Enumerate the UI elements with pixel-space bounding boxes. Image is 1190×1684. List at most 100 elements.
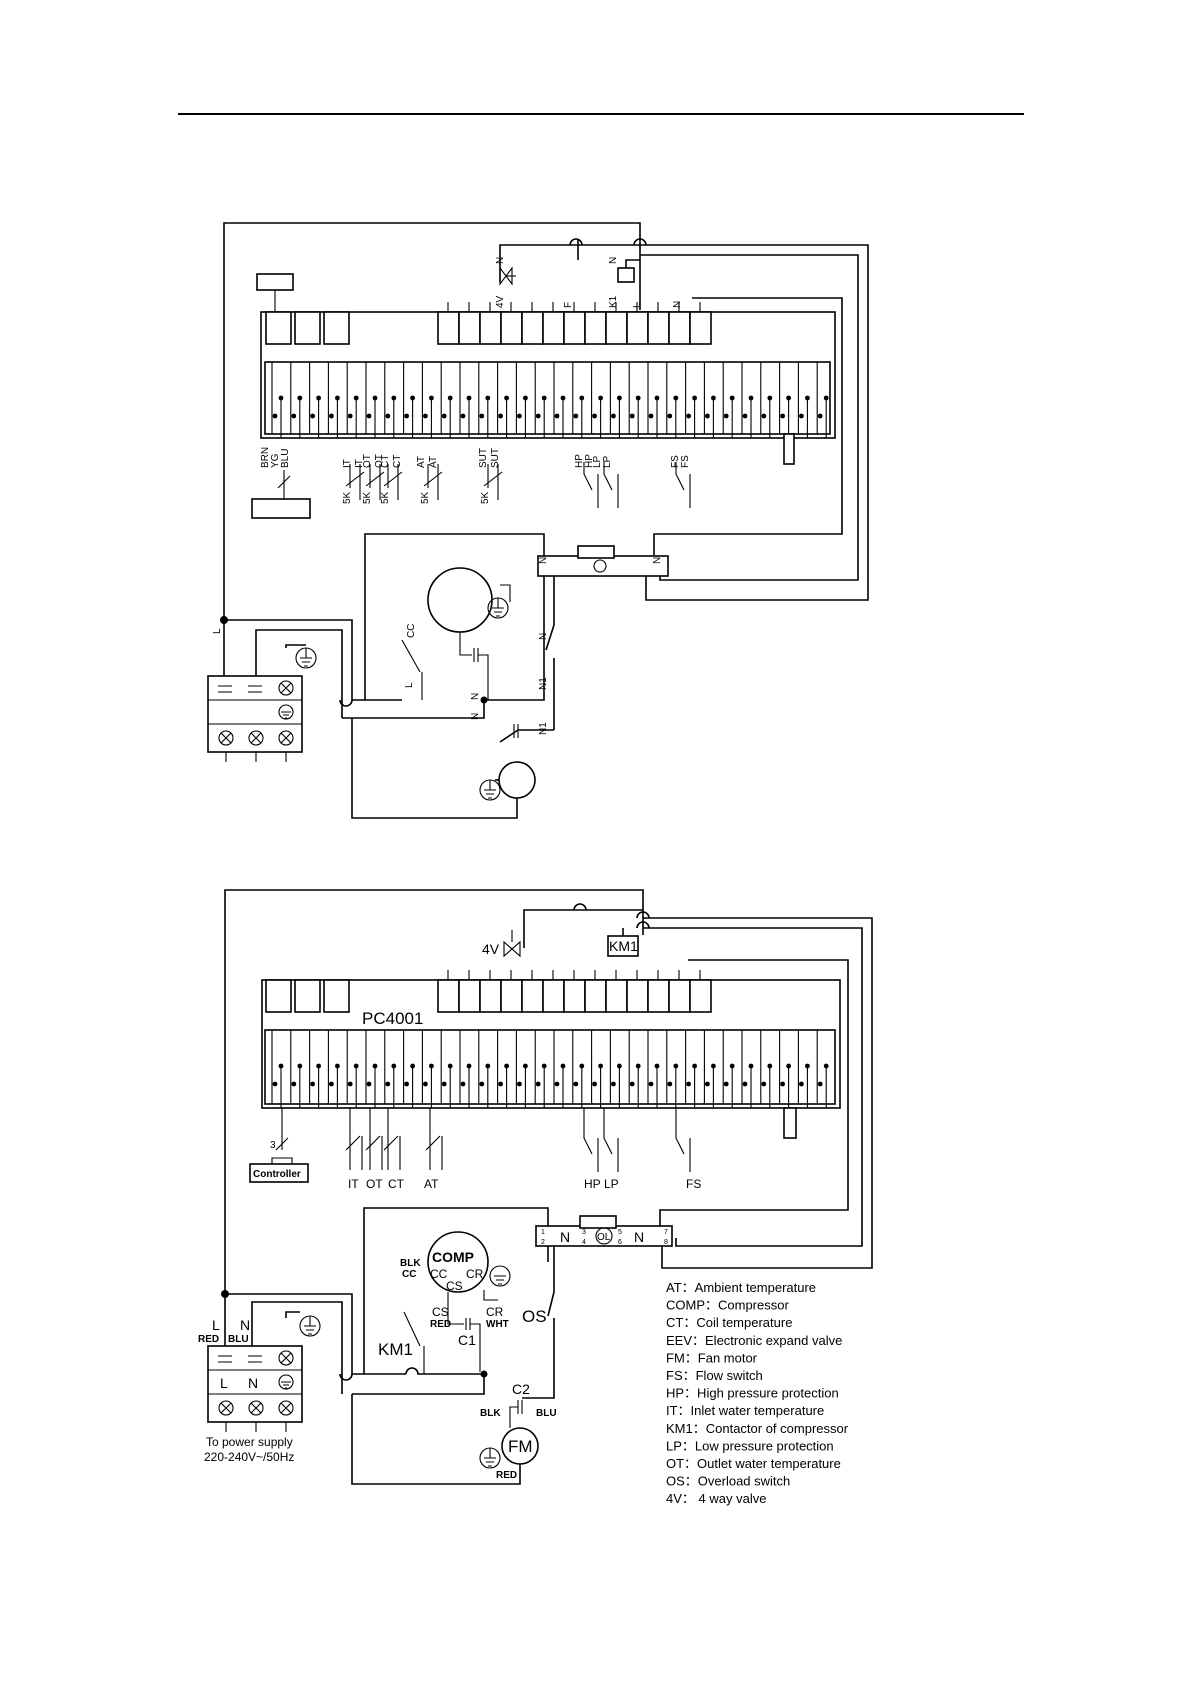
- label-f: F: [563, 302, 574, 308]
- board-name: PC4001: [362, 1009, 423, 1028]
- label-power-red: RED: [198, 1334, 219, 1345]
- label-n1-a-1: N1: [538, 677, 549, 690]
- label-4v: 4V: [495, 295, 506, 308]
- terminal-pin-number: 5: [618, 1229, 622, 1236]
- pin-dot: [761, 1081, 767, 1087]
- pin-dot: [705, 1081, 710, 1087]
- pin-dot: [742, 413, 748, 419]
- bottom-label: CT: [380, 455, 391, 468]
- label-power-l: L: [212, 1317, 220, 1333]
- label-c2: C2: [512, 1381, 530, 1397]
- label-n-k1: N: [608, 257, 619, 264]
- label-cc-1: CC: [406, 624, 417, 638]
- label-power-n: N: [240, 1317, 250, 1333]
- legend-item: HP：High pressure protection: [666, 1386, 839, 1401]
- label-l-ground-1: L: [212, 628, 223, 634]
- pin-dot: [498, 413, 503, 419]
- pin-dot: [404, 1081, 409, 1087]
- pin-dot: [517, 413, 522, 419]
- label-n-b-1: N: [470, 713, 481, 720]
- label-comp-cs: CS: [446, 1279, 463, 1293]
- fan-motor-1: [498, 761, 536, 799]
- pin-dot: [723, 413, 729, 419]
- label-l-side-1: L: [404, 682, 415, 688]
- pin-dot: [479, 413, 485, 419]
- terminal-pin-number: 6: [618, 1239, 622, 1246]
- top-terminal: [584, 311, 607, 345]
- pin-dot: [573, 413, 579, 419]
- bottom-label: IT: [354, 459, 365, 468]
- pin-dot: [517, 1081, 522, 1087]
- top-terminal: [521, 311, 544, 345]
- top-terminal: [479, 311, 502, 345]
- legend-item: OT：Outlet water temperature: [666, 1456, 841, 1471]
- compressor-1: [427, 567, 493, 633]
- pin-dot: [385, 1081, 391, 1087]
- top-terminal: [563, 311, 586, 345]
- sensor-label: 5K: [380, 491, 391, 504]
- legend-item: EEV：Electronic expand valve: [666, 1333, 842, 1348]
- top-terminal: [668, 979, 691, 1013]
- pin-dot: [780, 413, 785, 419]
- ground-icon-1: [487, 597, 509, 619]
- pin-dot: [291, 413, 297, 419]
- legend-item: OS：Overload switch: [666, 1474, 790, 1489]
- terminal-pin-number: 4: [582, 1239, 586, 1246]
- power-terminal-marks-1: [218, 680, 294, 746]
- top-terminal: [647, 311, 670, 345]
- pin-dot: [460, 1081, 466, 1087]
- label-cs-low: CS: [432, 1305, 449, 1319]
- label-blk-2: BLK: [480, 1408, 501, 1419]
- label-n-a-1: N: [470, 693, 481, 700]
- pin-dot: [742, 1081, 748, 1087]
- top-terminal: [458, 311, 481, 345]
- top-terminal: [689, 311, 712, 345]
- bottom-label: AT: [416, 456, 427, 468]
- ground-icon-2: [479, 779, 501, 801]
- label-n-right-2: N: [634, 1229, 644, 1245]
- terminal-block-1: [537, 555, 669, 577]
- legend-item: IT：Inlet water temperature: [666, 1403, 824, 1418]
- label-power-l2: L: [220, 1375, 228, 1391]
- thermistor-symbol: [423, 464, 443, 500]
- pin-dot: [535, 413, 541, 419]
- pin-dot: [272, 413, 278, 419]
- bottom-label: YG: [270, 453, 281, 468]
- pin-dot: [291, 1081, 297, 1087]
- bottom-label: LP: [602, 455, 613, 468]
- pin-dot: [366, 1081, 372, 1087]
- pin-dot: [404, 413, 409, 419]
- sensor-name: IT: [348, 1177, 359, 1191]
- bottom-label: BLU: [280, 449, 291, 468]
- bottom-label: AT: [428, 456, 439, 468]
- terminal-pin-number: 2: [541, 1239, 545, 1246]
- label-terminal-n-1: N: [538, 557, 549, 564]
- pin-dot: [554, 413, 560, 419]
- label-n-switch-1: N: [538, 633, 549, 640]
- pin-dot: [799, 413, 804, 419]
- switch-symbols-1: [583, 433, 795, 508]
- sensor-symbols-2: [345, 1108, 443, 1170]
- pin-row-2: [271, 1030, 829, 1108]
- label-power-n2: N: [248, 1375, 258, 1391]
- legend-item: COMP：Compressor: [666, 1298, 789, 1313]
- sensor-name: AT: [424, 1177, 439, 1191]
- terminal-pin-number: 3: [582, 1229, 586, 1236]
- legend-item: 4V： 4 way valve: [666, 1491, 766, 1506]
- pin-dot: [460, 413, 466, 419]
- label-n-valve: N: [495, 257, 506, 264]
- top-terminal: [668, 311, 691, 345]
- label-power-blu: BLU: [228, 1334, 249, 1345]
- pin-dot: [535, 1081, 541, 1087]
- bottom-label: HP: [584, 454, 595, 468]
- legend-item: FS：Flow switch: [666, 1368, 763, 1383]
- four-way-valve-symbol-1: [499, 266, 516, 286]
- sensor-label: 5K: [420, 491, 431, 504]
- power-caption-1: To power supply: [206, 1435, 293, 1449]
- pin-dot: [310, 413, 315, 419]
